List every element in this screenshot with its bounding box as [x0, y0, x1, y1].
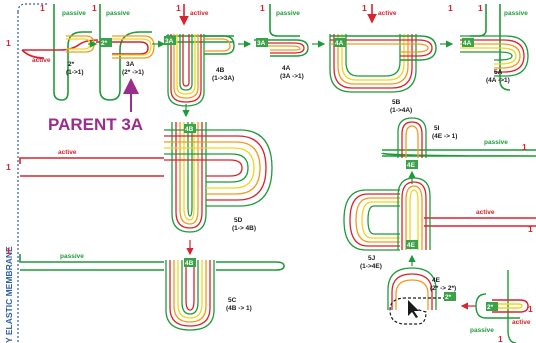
marker-1: 1: [528, 224, 533, 234]
stage-sub: (2* -> 2*): [430, 285, 456, 292]
marker-1: 1: [92, 3, 97, 13]
passive-label: passive: [276, 10, 300, 17]
u-loop: [165, 260, 215, 331]
marker-1: 1: [448, 3, 453, 13]
stage-sub: (1->1): [66, 69, 84, 76]
passive-label: passive: [60, 253, 84, 260]
stage-sub: (1->3A): [212, 75, 234, 82]
passive-strand: [53, 4, 92, 101]
stage-label: 5B: [392, 99, 401, 106]
badge-text: 4A: [335, 40, 344, 47]
badge: [334, 38, 346, 47]
stage-5a: 4A 1 passive 5A (4A ->1): [440, 3, 529, 91]
stage-5b: 4A 1 active 5B (1->4A): [312, 3, 437, 114]
active-label: active: [32, 57, 51, 64]
badge-text: 2*: [487, 304, 494, 311]
badge-text: 4E: [407, 242, 416, 249]
stage-4b: 3A 1 active 4B (1->3A): [152, 3, 235, 107]
stage-label: 5A: [494, 69, 503, 76]
badge: [164, 36, 176, 45]
passive-label: passive: [484, 139, 508, 146]
badge: [444, 292, 456, 301]
stage-label: 5C: [228, 297, 237, 304]
badge-text: 3A: [165, 38, 174, 45]
marker-1: 1: [40, 3, 45, 13]
badge-text: 2*: [445, 294, 452, 301]
badge-text: 4B: [185, 126, 194, 133]
dashed-path: [389, 297, 456, 325]
active-label: active: [476, 209, 495, 216]
stage-sub: (4A ->1): [486, 77, 510, 84]
badge: [256, 38, 268, 47]
badge: [100, 38, 112, 47]
stage-sub: (3A ->1): [280, 73, 304, 80]
badge-text: 4B: [185, 260, 194, 267]
side-label: Y ELASTIC MEMBRANE: [4, 246, 14, 343]
badge: [462, 38, 474, 47]
u-loop: [397, 177, 431, 250]
hairpin-stack: [397, 117, 427, 158]
active-label: active: [512, 319, 531, 326]
parent-callout: PARENT 3A: [48, 78, 143, 134]
marker-1: 1: [478, 3, 483, 13]
marker-1: 1: [498, 334, 503, 343]
marker-1: 1: [6, 162, 11, 172]
active-label: active: [190, 10, 209, 17]
passive-label: passive: [62, 10, 86, 17]
badge: [184, 258, 196, 267]
stage-label: 4B: [216, 67, 225, 74]
u-loop: [171, 122, 207, 233]
passive-label: passive: [470, 327, 494, 334]
marker-1: 1: [6, 246, 11, 256]
hairpin-stack: [460, 35, 529, 77]
stage-sub: (4E -> 1): [432, 133, 457, 140]
stage-label: 5J: [368, 255, 376, 262]
marker-1: 1: [522, 142, 527, 152]
badge-text: 2*: [101, 40, 108, 47]
stage-sub: (1-> 4B): [232, 225, 256, 232]
active-label: active: [378, 10, 397, 17]
stage-sub: (4B -> 1): [226, 305, 252, 312]
stage-label: 2*: [68, 61, 75, 68]
stage-label: 4A: [282, 65, 291, 72]
stage-2: 1 passive 1 active 2* (1->1): [6, 3, 99, 101]
marker-1: 1: [362, 3, 367, 13]
badge: [184, 124, 196, 133]
side-loop: [164, 129, 273, 207]
stage-label: 5D: [234, 217, 243, 224]
stage-5j: 4E active 1 5J (1->4E): [343, 177, 536, 270]
hairpin-stack: [387, 267, 437, 310]
stage-5c: 4B passive 5C (4B -> 1): [19, 240, 285, 331]
marker-1: 1: [528, 304, 533, 314]
badge: [406, 240, 418, 249]
stage-sub: (1->4E): [360, 263, 382, 270]
marker-1: 1: [176, 3, 181, 13]
stage-4a: 3A 1 passive 4A (3A ->1): [238, 3, 309, 80]
marker-1: 1: [260, 3, 265, 13]
badge-text: 3A: [257, 40, 266, 47]
badge-text: 4A: [463, 40, 472, 47]
passive-label: passive: [504, 10, 528, 17]
stage-3a: 2* 1 passive 3A (2* ->1): [88, 3, 155, 101]
badge: [486, 302, 498, 311]
parent-label: PARENT 3A: [48, 115, 143, 134]
stage-label: 3A: [126, 61, 135, 68]
passive-label: passive: [106, 10, 130, 17]
stage-5d: 4B 1 active 5D (1-> 4B): [6, 104, 273, 233]
badge-text: 4E: [407, 162, 416, 169]
stage-sub: (1->4A): [390, 107, 412, 114]
badge: [406, 160, 418, 169]
stage-5i: 4E 5I (4E -> 1) passive: [381, 117, 536, 184]
membrane-outline: [17, 3, 48, 343]
marker-1: 1: [6, 38, 11, 48]
stage-4e: 2* 4E (2* -> 2*) 2* passive active 1 1: [387, 267, 533, 343]
stage-sub: (2* ->1): [122, 69, 144, 76]
left-loop: [343, 189, 400, 251]
stage-label: 5I: [434, 125, 440, 132]
u-loop: [329, 34, 417, 93]
stage-label: 4E: [432, 277, 441, 284]
cursor-icon: [408, 300, 419, 318]
active-label: active: [58, 149, 77, 156]
